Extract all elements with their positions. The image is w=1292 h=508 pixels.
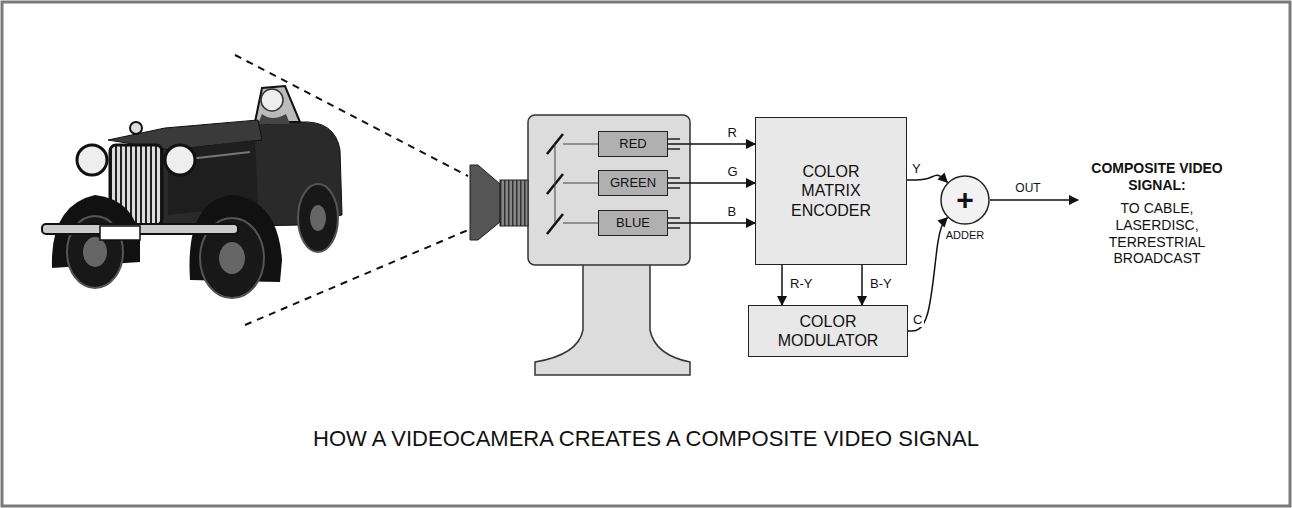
videocamera (470, 165, 500, 240)
adder-circle: +ADDER (940, 175, 990, 225)
vintage-car (298, 184, 338, 252)
videocamera (528, 115, 690, 265)
vintage-car (83, 237, 107, 267)
videocamera (668, 217, 680, 219)
signal-name: B (726, 205, 739, 219)
videocamera (547, 134, 563, 234)
signal-arrow (861, 265, 863, 305)
modulator-box: COLOR MODULATOR (748, 305, 908, 357)
output-arrow (990, 199, 1078, 201)
vintage-car (165, 145, 195, 175)
signal-arrow (668, 143, 755, 145)
signal-name: C (911, 313, 924, 327)
vintage-car (258, 114, 290, 124)
signal-name: R-Y (788, 277, 814, 291)
videocamera (535, 263, 690, 375)
node-text: COLOR MATRIX ENCODER (781, 162, 881, 220)
videocamera (563, 144, 598, 145)
videocamera (563, 223, 598, 224)
signal-name: B-Y (868, 277, 894, 291)
videocamera (668, 138, 680, 140)
signal-name: R (726, 126, 739, 140)
sensor-box: RED (598, 131, 668, 157)
sensor-box: BLUE (598, 210, 668, 236)
node-text: RED (619, 136, 646, 152)
signal-arrow (668, 182, 755, 184)
vintage-car (100, 226, 140, 240)
videocamera (500, 180, 528, 226)
signal-arrow (781, 265, 783, 305)
node-text: + (956, 185, 974, 215)
signal-name: Y (910, 162, 923, 176)
output-note: TO CABLE, LASERDISC, TERRESTRIAL BROADCA… (1097, 200, 1217, 267)
vintage-car (261, 89, 283, 111)
node-text: COLOR MODULATOR (772, 312, 884, 350)
vintage-car (77, 145, 107, 175)
node-text: GREEN (610, 175, 656, 191)
signal-arrow (668, 222, 755, 224)
videocamera (668, 148, 680, 150)
signal-arrow (908, 218, 947, 331)
sensor-box: GREEN (598, 170, 668, 196)
output-heading: COMPOSITE VIDEO SIGNAL: (1082, 160, 1232, 194)
videocamera (668, 227, 680, 229)
videocamera (555, 144, 556, 223)
vintage-car (219, 242, 245, 274)
vintage-car (130, 122, 142, 134)
signal-label: OUT (1008, 181, 1048, 195)
videocamera (563, 183, 598, 184)
videocamera (555, 144, 598, 223)
videocamera (470, 115, 690, 375)
videocamera (668, 187, 680, 189)
vintage-car (42, 86, 342, 298)
caption: HOW A VIDEOCAMERA CREATES A COMPOSITE VI… (0, 426, 1292, 452)
signal-name: G (726, 165, 740, 179)
adder-outline (941, 176, 989, 224)
node-caption: ADDER (946, 229, 985, 242)
encoder-box: COLOR MATRIX ENCODER (755, 117, 907, 265)
vintage-car (310, 205, 326, 231)
videocamera (668, 177, 680, 179)
node-text: BLUE (616, 215, 650, 231)
